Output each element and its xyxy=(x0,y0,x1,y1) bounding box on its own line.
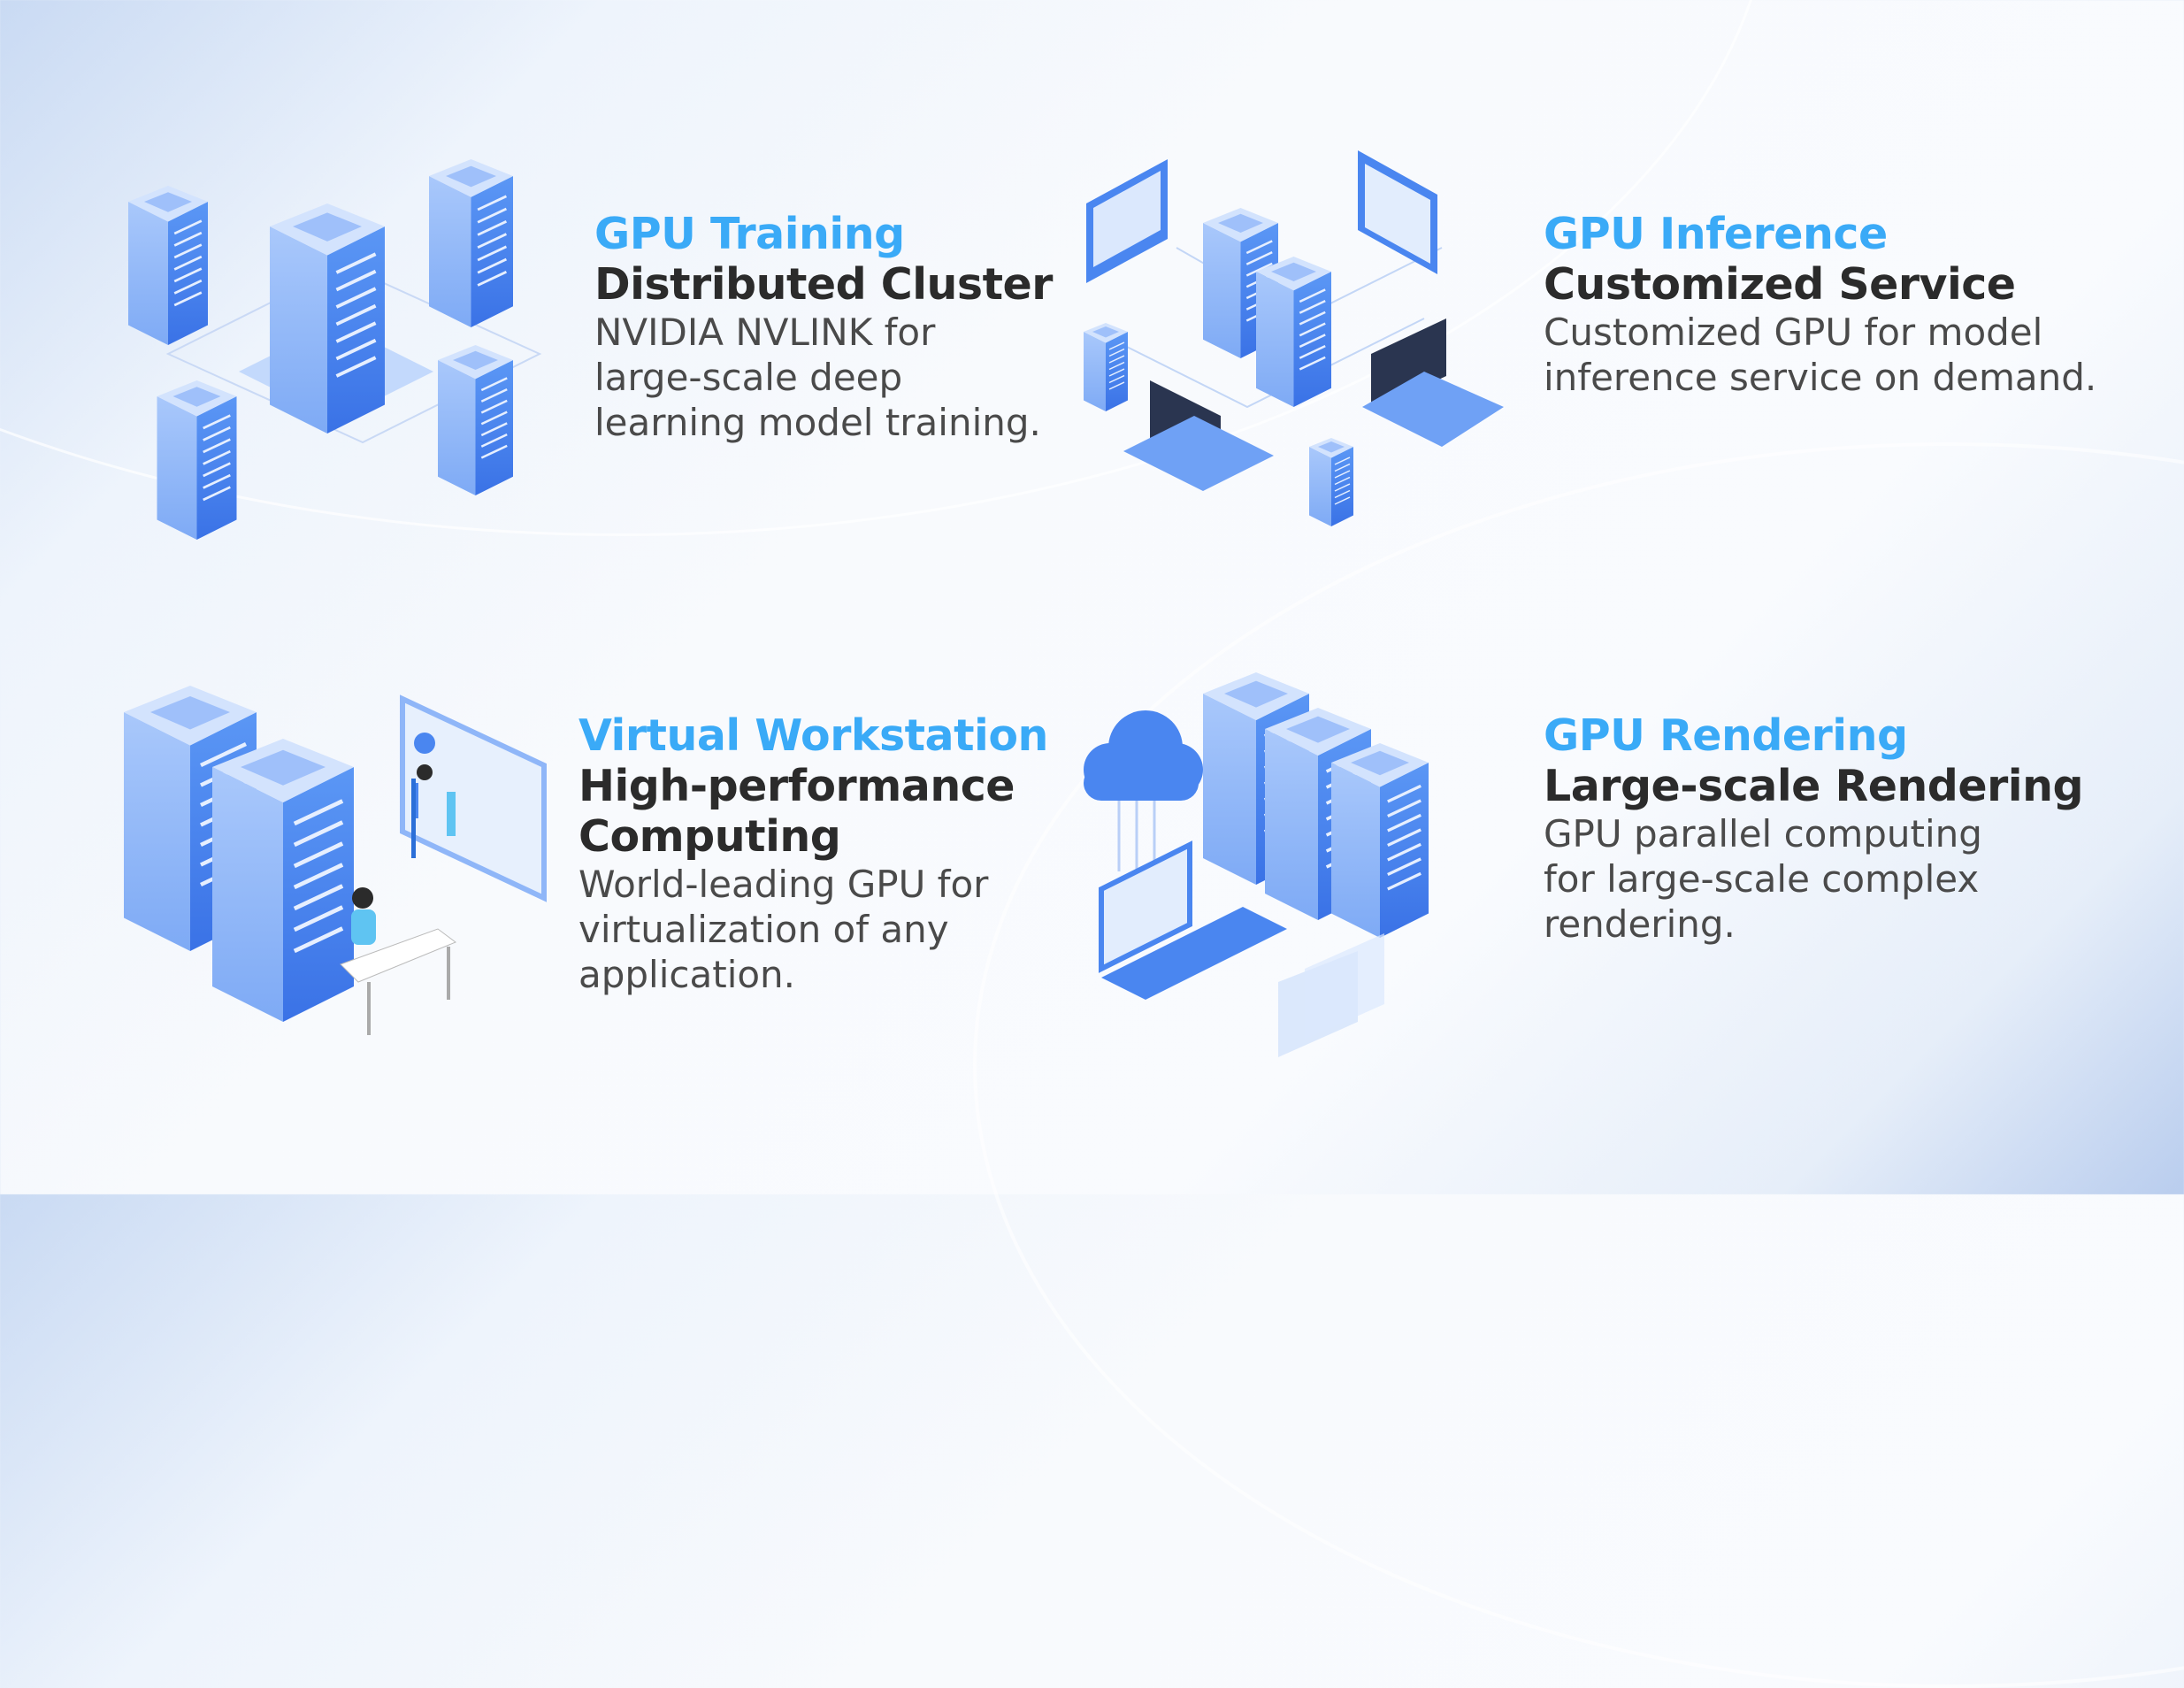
feature-title: Large-scale Rendering xyxy=(1544,761,2084,811)
workstation-icon xyxy=(111,681,553,1062)
feature-label: GPU Rendering xyxy=(1544,710,1908,761)
feature-gpu-training: GPU Training Distributed Cluster NVIDIA … xyxy=(594,209,1053,445)
feature-desc-line: NVIDIA NVLINK for xyxy=(594,311,936,354)
server-cluster-icon xyxy=(115,150,575,549)
feature-desc-line: World-leading GPU for xyxy=(579,863,989,906)
feature-title: Customized Service xyxy=(1544,259,2016,310)
feature-label: Virtual Workstation xyxy=(579,710,1048,761)
feature-desc-line: learning model training. xyxy=(594,401,1041,444)
feature-label: GPU Training xyxy=(594,209,905,259)
feature-desc-line: Customized GPU for model xyxy=(1544,311,2043,354)
feature-label: GPU Inference xyxy=(1544,209,1888,259)
feature-gpu-inference: GPU Inference Customized Service Customi… xyxy=(1544,209,2096,400)
feature-desc-line: GPU parallel computing xyxy=(1544,812,1982,856)
feature-virtual-workstation: Virtual Workstation High-performance Com… xyxy=(579,710,1048,997)
inference-network-icon xyxy=(1070,142,1513,531)
feature-desc-line: for large-scale complex xyxy=(1544,857,1980,901)
feature-desc-line: inference service on demand. xyxy=(1544,356,2097,399)
cloud-rendering-icon xyxy=(1066,668,1499,1084)
feature-title: Distributed Cluster xyxy=(594,259,1053,310)
feature-title: High-performance xyxy=(579,761,1015,811)
feature-title: Computing xyxy=(579,811,841,862)
feature-gpu-rendering: GPU Rendering Large-scale Rendering GPU … xyxy=(1544,710,2084,947)
feature-desc-line: virtualization of any xyxy=(579,908,949,951)
feature-desc-line: rendering. xyxy=(1544,902,1736,946)
feature-desc-line: application. xyxy=(579,953,796,996)
feature-desc-line: large-scale deep xyxy=(594,356,903,399)
